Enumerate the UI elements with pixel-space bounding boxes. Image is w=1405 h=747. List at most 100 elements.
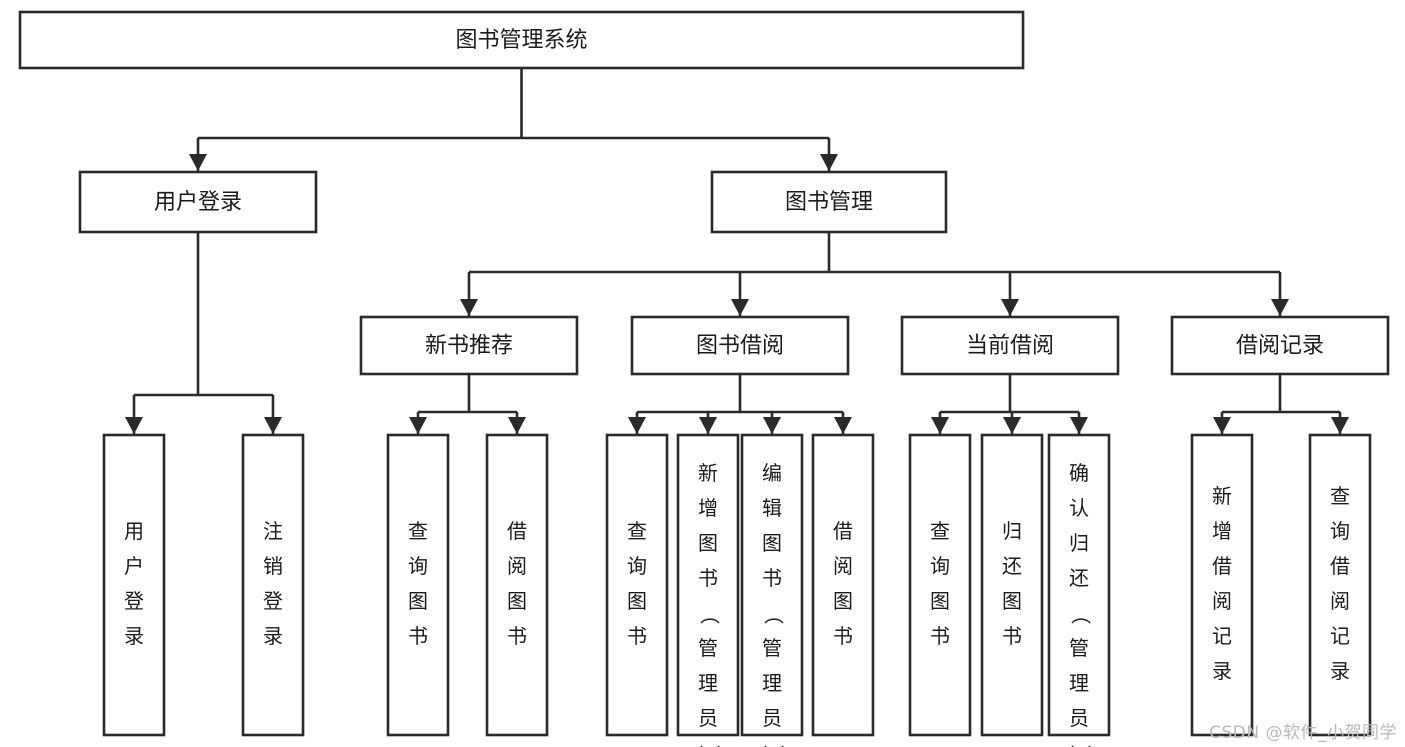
node-l3-新书推荐[interactable]: 新书推荐 xyxy=(359,315,579,376)
leaf-label-char: 书 xyxy=(698,566,718,590)
leaf-label-char: 借 xyxy=(507,519,527,543)
connector-layer xyxy=(125,68,1349,434)
leaf-label-char: 录 xyxy=(1212,659,1232,683)
arrowhead-icon xyxy=(1001,299,1019,316)
leaf-label-char: 增 xyxy=(1212,519,1232,543)
leaf-label-char: 书 xyxy=(408,624,428,648)
leaf-node-用户登录-0[interactable]: 用户登录 xyxy=(102,433,166,737)
leaf-label-char: 确 xyxy=(1069,461,1089,485)
leaf-label-char: 员 xyxy=(762,706,782,730)
leaf-label-char: 图 xyxy=(627,589,647,613)
leaf-label-char: 理 xyxy=(762,671,782,695)
node-l3-当前借阅[interactable]: 当前借阅 xyxy=(900,315,1120,376)
node-box xyxy=(241,433,305,737)
leaf-label-char: 登 xyxy=(263,589,283,613)
node-l3-图书借阅[interactable]: 图书借阅 xyxy=(630,315,850,376)
arrowhead-icon xyxy=(731,299,749,316)
leaf-label-char: 注 xyxy=(263,519,283,543)
arrowhead-icon xyxy=(1271,299,1289,316)
leaf-label-char: （ xyxy=(698,605,722,625)
arrowhead-icon xyxy=(699,417,717,434)
leaf-label-char: 书 xyxy=(833,624,853,648)
leaf-label-char: 记 xyxy=(1330,624,1350,648)
node-box xyxy=(811,433,875,737)
node-l2-图书管理[interactable]: 图书管理 xyxy=(710,170,948,234)
leaf-label-char: 增 xyxy=(698,496,718,520)
node-l3-借阅记录[interactable]: 借阅记录 xyxy=(1170,315,1390,376)
leaf-label-char: ） xyxy=(1069,745,1093,747)
leaf-label-char: 图 xyxy=(930,589,950,613)
node-label: 图书管理 xyxy=(785,190,873,215)
leaf-label-char: 销 xyxy=(263,554,283,578)
leaf-label-char: 借 xyxy=(1212,554,1232,578)
node-box xyxy=(630,315,850,376)
leaf-label-char: （ xyxy=(1069,605,1093,625)
arrowhead-icon xyxy=(1003,417,1021,434)
node-box xyxy=(78,170,318,234)
leaf-label-char: 书 xyxy=(930,624,950,648)
leaf-label-char: 员 xyxy=(698,706,718,730)
leaf-label-char: 书 xyxy=(1002,624,1022,648)
node-box xyxy=(1308,433,1372,737)
arrowhead-icon xyxy=(460,299,478,316)
leaf-label-char: 登 xyxy=(124,589,144,613)
leaf-label-char: 员 xyxy=(1069,706,1089,730)
leaf-label-char: 录 xyxy=(124,624,144,648)
leaf-label-char: 图 xyxy=(698,531,718,555)
node-label: 用户登录 xyxy=(154,190,242,215)
node-label: 借阅记录 xyxy=(1236,334,1324,359)
node-box xyxy=(740,433,804,737)
node-box xyxy=(900,315,1120,376)
node-box xyxy=(102,433,166,737)
node-label: 当前借阅 xyxy=(966,334,1054,359)
arrowhead-icon xyxy=(409,417,427,434)
leaf-label-char: 借 xyxy=(833,519,853,543)
leaf-label-char: 理 xyxy=(1069,671,1089,695)
leaf-label-char: 询 xyxy=(930,554,950,578)
arrowhead-icon xyxy=(264,417,282,434)
node-label: 图书借阅 xyxy=(696,334,784,359)
node-box xyxy=(676,433,740,737)
leaf-label-char: 归 xyxy=(1069,531,1089,555)
node-box xyxy=(386,433,450,737)
node-box xyxy=(359,315,579,376)
node-layer: 图书管理系统用户登录图书管理新书推荐图书借阅当前借阅借阅记录用户登录注销登录查询… xyxy=(18,10,1390,747)
leaf-label-char: 书 xyxy=(762,566,782,590)
arrowhead-icon xyxy=(189,154,207,171)
leaf-label-char: 新 xyxy=(698,461,718,485)
leaf-label-char: （ xyxy=(762,605,786,625)
leaf-label-char: 户 xyxy=(124,554,144,578)
leaf-label-char: 询 xyxy=(627,554,647,578)
leaf-label-char: 用 xyxy=(124,519,144,543)
leaf-label-char: 查 xyxy=(408,519,428,543)
leaf-label-char: 图 xyxy=(833,589,853,613)
node-box xyxy=(1190,433,1254,737)
node-root-图书管理系统[interactable]: 图书管理系统 xyxy=(18,10,1025,70)
node-box xyxy=(1047,433,1111,737)
arrowhead-icon xyxy=(931,417,949,434)
node-box xyxy=(18,10,1025,70)
leaf-label-char: 阅 xyxy=(507,554,527,578)
arrowhead-icon xyxy=(1213,417,1231,434)
leaf-label-char: 认 xyxy=(1069,496,1089,520)
node-box xyxy=(710,170,948,234)
node-l2-用户登录[interactable]: 用户登录 xyxy=(78,170,318,234)
arrowhead-icon xyxy=(763,417,781,434)
leaf-label-char: 录 xyxy=(263,624,283,648)
arrowhead-icon xyxy=(1331,417,1349,434)
leaf-label-char: 辑 xyxy=(762,496,782,520)
arrowhead-icon xyxy=(1070,417,1088,434)
